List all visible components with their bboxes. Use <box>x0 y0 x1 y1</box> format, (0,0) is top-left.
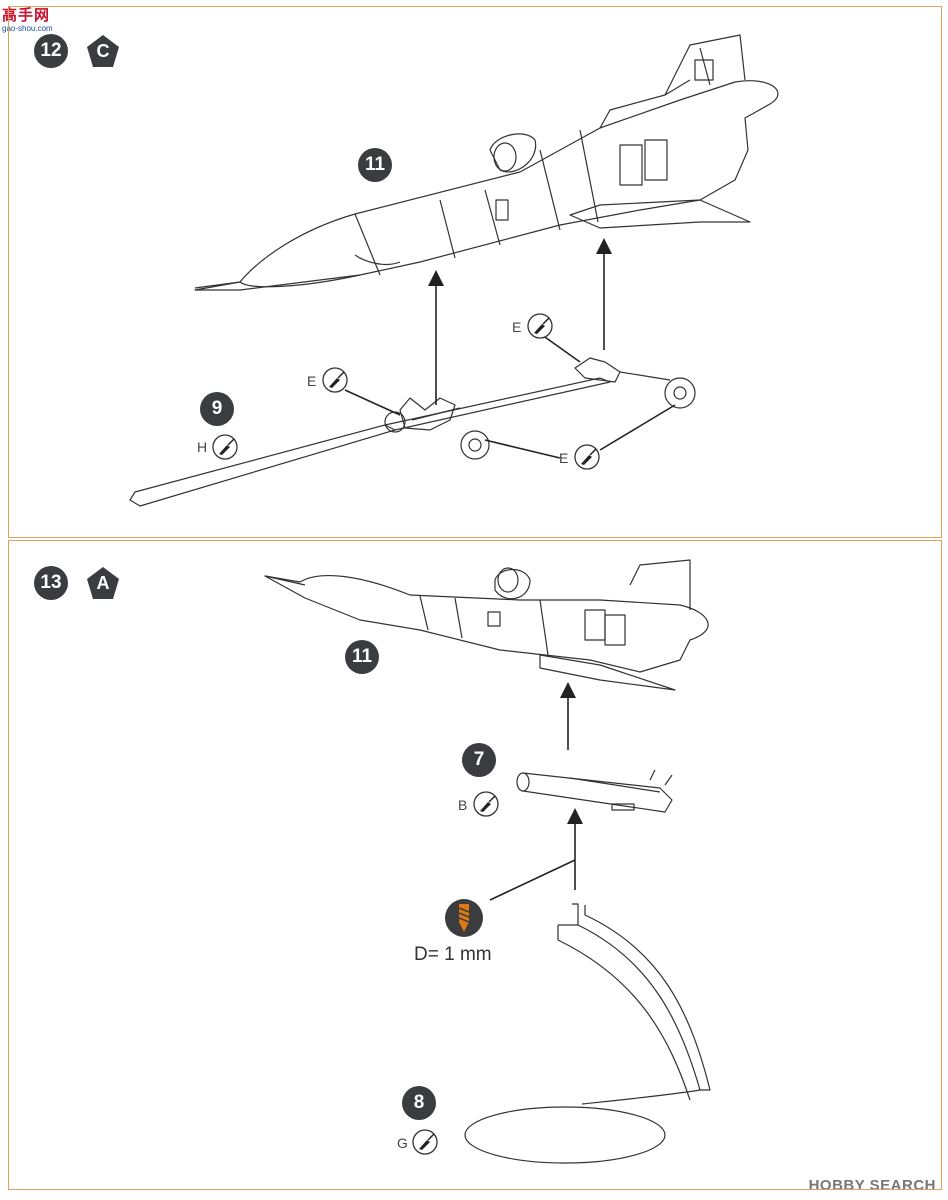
paint-code-e-2: E <box>512 319 522 335</box>
pentagon-badge-icon <box>87 35 119 67</box>
paint-brush-icon <box>473 791 499 817</box>
paint-brush-icon <box>322 367 348 393</box>
display-stand-part-8 <box>464 903 711 1164</box>
watermark-logo: 高手网 <box>2 7 51 24</box>
step-13-badge: A <box>86 566 120 600</box>
drill-icon <box>445 899 483 937</box>
step-13-badge-letter: A <box>96 573 110 593</box>
missile-assembly-11-top <box>194 34 779 291</box>
paint-brush-icon <box>412 1129 438 1155</box>
paint-code-h: H <box>197 439 208 455</box>
part-ref-11-bottom: 11 <box>345 640 379 674</box>
paint-code-g: G <box>397 1135 408 1151</box>
missile-assembly-11-bottom <box>264 559 709 691</box>
watermark-url: gao-shou.com <box>2 24 53 33</box>
paint-brush-icon <box>574 444 600 470</box>
step-13-panel <box>8 540 942 1190</box>
step-12-badge: C <box>86 34 120 68</box>
paint-code-e-1: E <box>307 373 317 389</box>
step-12-badge-letter: C <box>96 41 110 61</box>
trolley-assembly-9 <box>129 357 696 507</box>
paint-code-e-3: E <box>559 450 569 466</box>
step-12-panel <box>8 6 942 538</box>
step-13-number: 13 <box>34 566 68 600</box>
part-ref-9: 9 <box>200 392 234 426</box>
part-ref-8: 8 <box>402 1086 436 1120</box>
paint-brush-icon <box>527 313 553 339</box>
paint-code-b: B <box>458 797 468 813</box>
launch-rail-part-7 <box>516 769 673 813</box>
part-ref-7: 7 <box>462 743 496 777</box>
step-12-number: 12 <box>34 34 68 68</box>
pentagon-badge-icon <box>87 567 119 599</box>
drill-size-label: D= 1 mm <box>414 944 492 965</box>
part-ref-11-top: 11 <box>358 148 392 182</box>
paint-brush-icon <box>212 434 238 460</box>
